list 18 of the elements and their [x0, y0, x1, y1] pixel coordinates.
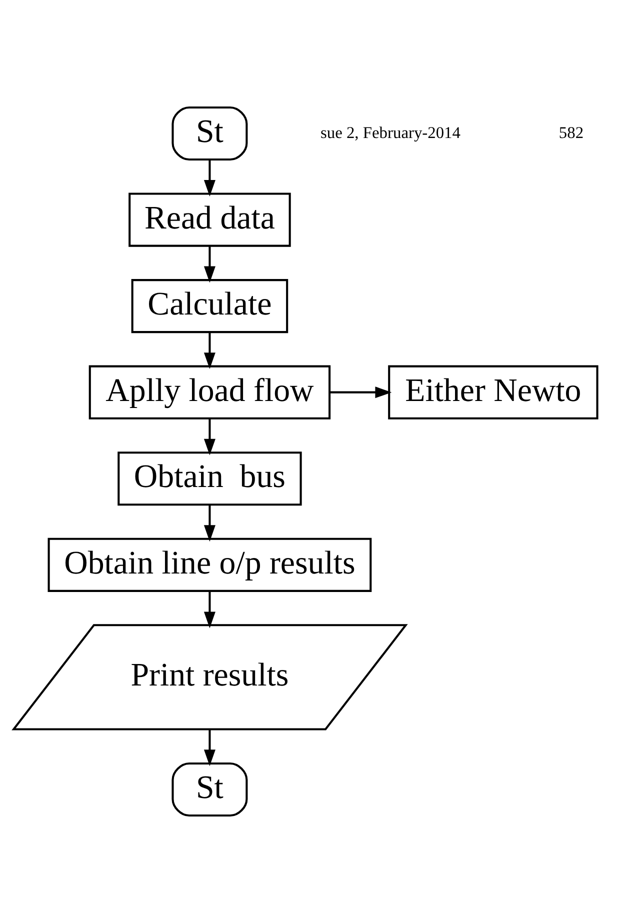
node-box: Calculate [131, 279, 288, 334]
node-box: Obtain line o/p results [48, 538, 372, 592]
arrow [204, 160, 216, 196]
arrow [330, 386, 392, 398]
arrow [204, 418, 216, 456]
node-box: Either Newto [388, 365, 598, 420]
node-box: St [172, 106, 248, 161]
label: 582 [558, 122, 584, 142]
arrow [204, 505, 216, 542]
arrow [204, 591, 216, 628]
node-box: St [172, 762, 248, 817]
node-box: Obtain bus [118, 452, 302, 506]
arrow [204, 730, 216, 766]
label: sue 2, February-2014 [320, 122, 460, 142]
node-box: Read data [128, 192, 291, 247]
arrow [204, 332, 216, 370]
node-box: Aplly load flow [88, 365, 331, 420]
arrow [204, 246, 216, 283]
